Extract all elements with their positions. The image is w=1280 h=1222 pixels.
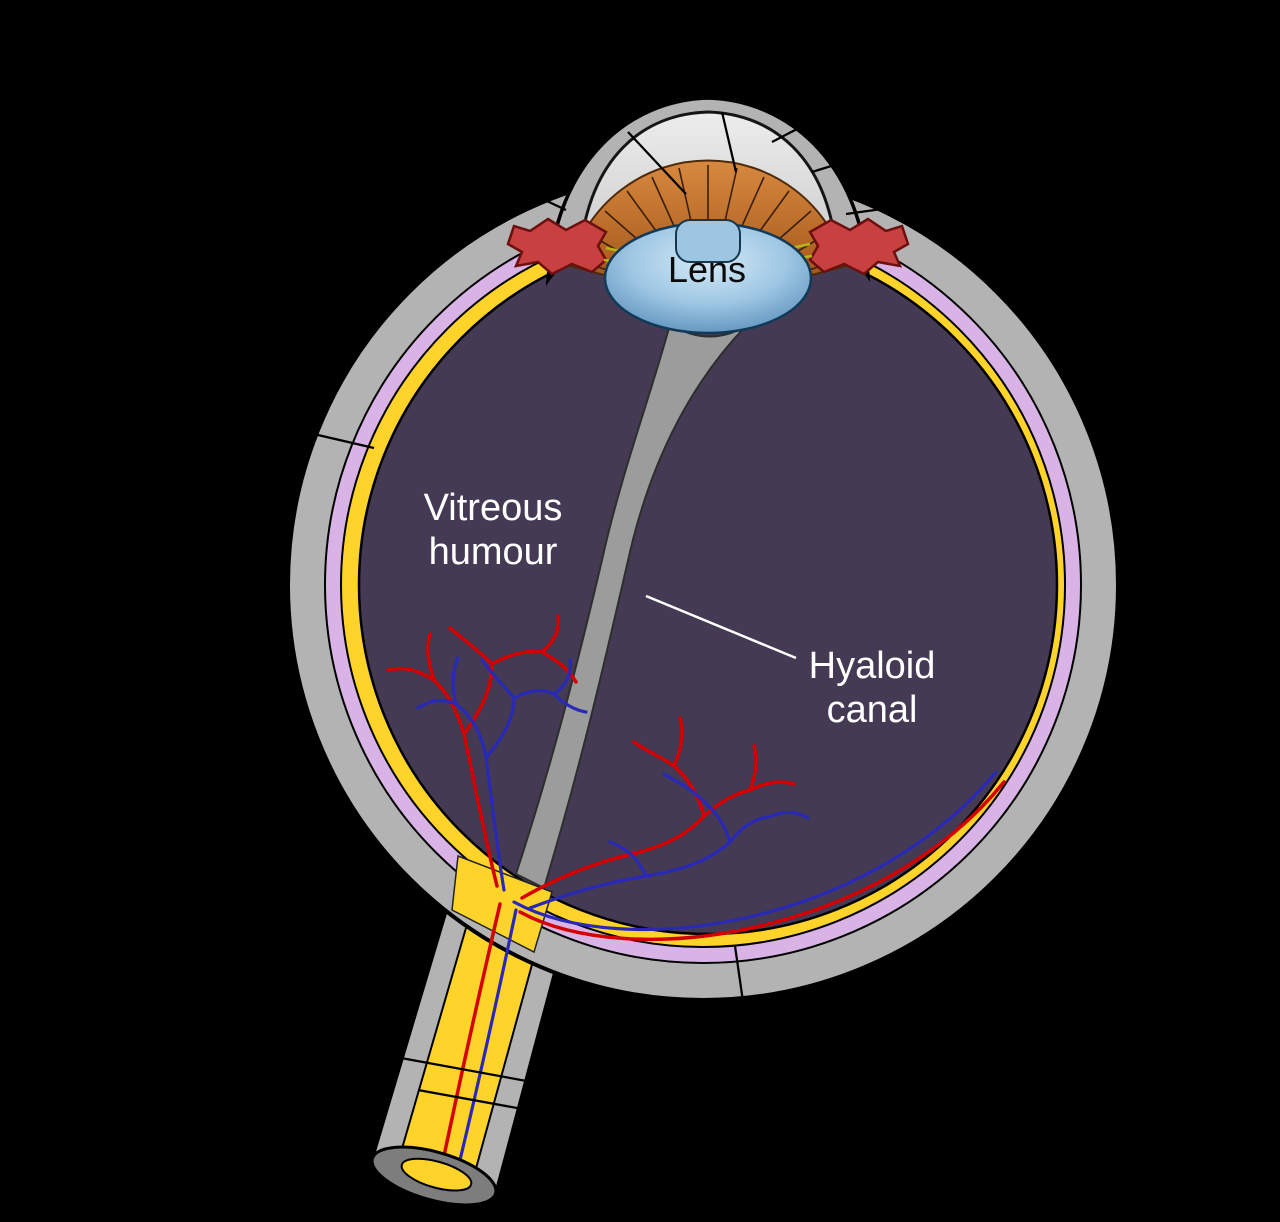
optic-nerve-vessel-blue [458, 908, 518, 1162]
pointer-top-right-1 [771, 59, 931, 143]
anterior-segment: Lens [506, 96, 910, 335]
hyaloid-label-line1: Hyaloid [809, 645, 936, 687]
pointer-bottom [733, 945, 754, 1065]
vessel-tree-left-red [386, 614, 578, 888]
hyaloid-pointer-line [645, 594, 797, 660]
hyaloid-label-line2: canal [827, 689, 918, 731]
pointer-cornea-1 [627, 131, 687, 195]
optic-nerve-cut-face [370, 1145, 498, 1207]
label-pointer-lines [235, 59, 1047, 1116]
pointer-nerve-2 [417, 1088, 551, 1116]
pointer-nerve-1 [389, 1054, 533, 1084]
diagram-labels: Vitreous humour Hyaloid canal [424, 487, 936, 731]
pupil-aqueous [675, 219, 741, 263]
optic-nerve-vessel-red [442, 902, 502, 1158]
vessel-tree-left [386, 614, 588, 892]
ciliary-body-right [808, 217, 910, 276]
optic-nerve-cut-face-inner [400, 1157, 473, 1192]
pointer-top-right-2 [811, 110, 1005, 174]
vitreous-label-line1: Vitreous [424, 487, 563, 529]
retinal-vessel-red-arc [518, 780, 1006, 942]
retinal-vessel-blue-arc [512, 770, 998, 932]
pointer-sclera-left [235, 414, 375, 450]
lens-label: Lens [668, 249, 746, 290]
optic-nerve-vessels [442, 902, 518, 1162]
vessel-tree-left-blue [416, 656, 588, 892]
pointer-top-left [429, 144, 567, 212]
retinal-wall-vessels [512, 770, 1006, 942]
vitreous-label-line2: humour [429, 531, 558, 573]
optic-disc [451, 854, 553, 954]
pointer-top-right-3 [845, 184, 1047, 216]
ciliary-body-left [506, 217, 608, 276]
vessel-tree-center-blue [528, 772, 810, 910]
hyaloid-canal [514, 322, 747, 890]
vessel-tree-center [520, 716, 810, 910]
pointer-cornea-2 [720, 111, 738, 173]
